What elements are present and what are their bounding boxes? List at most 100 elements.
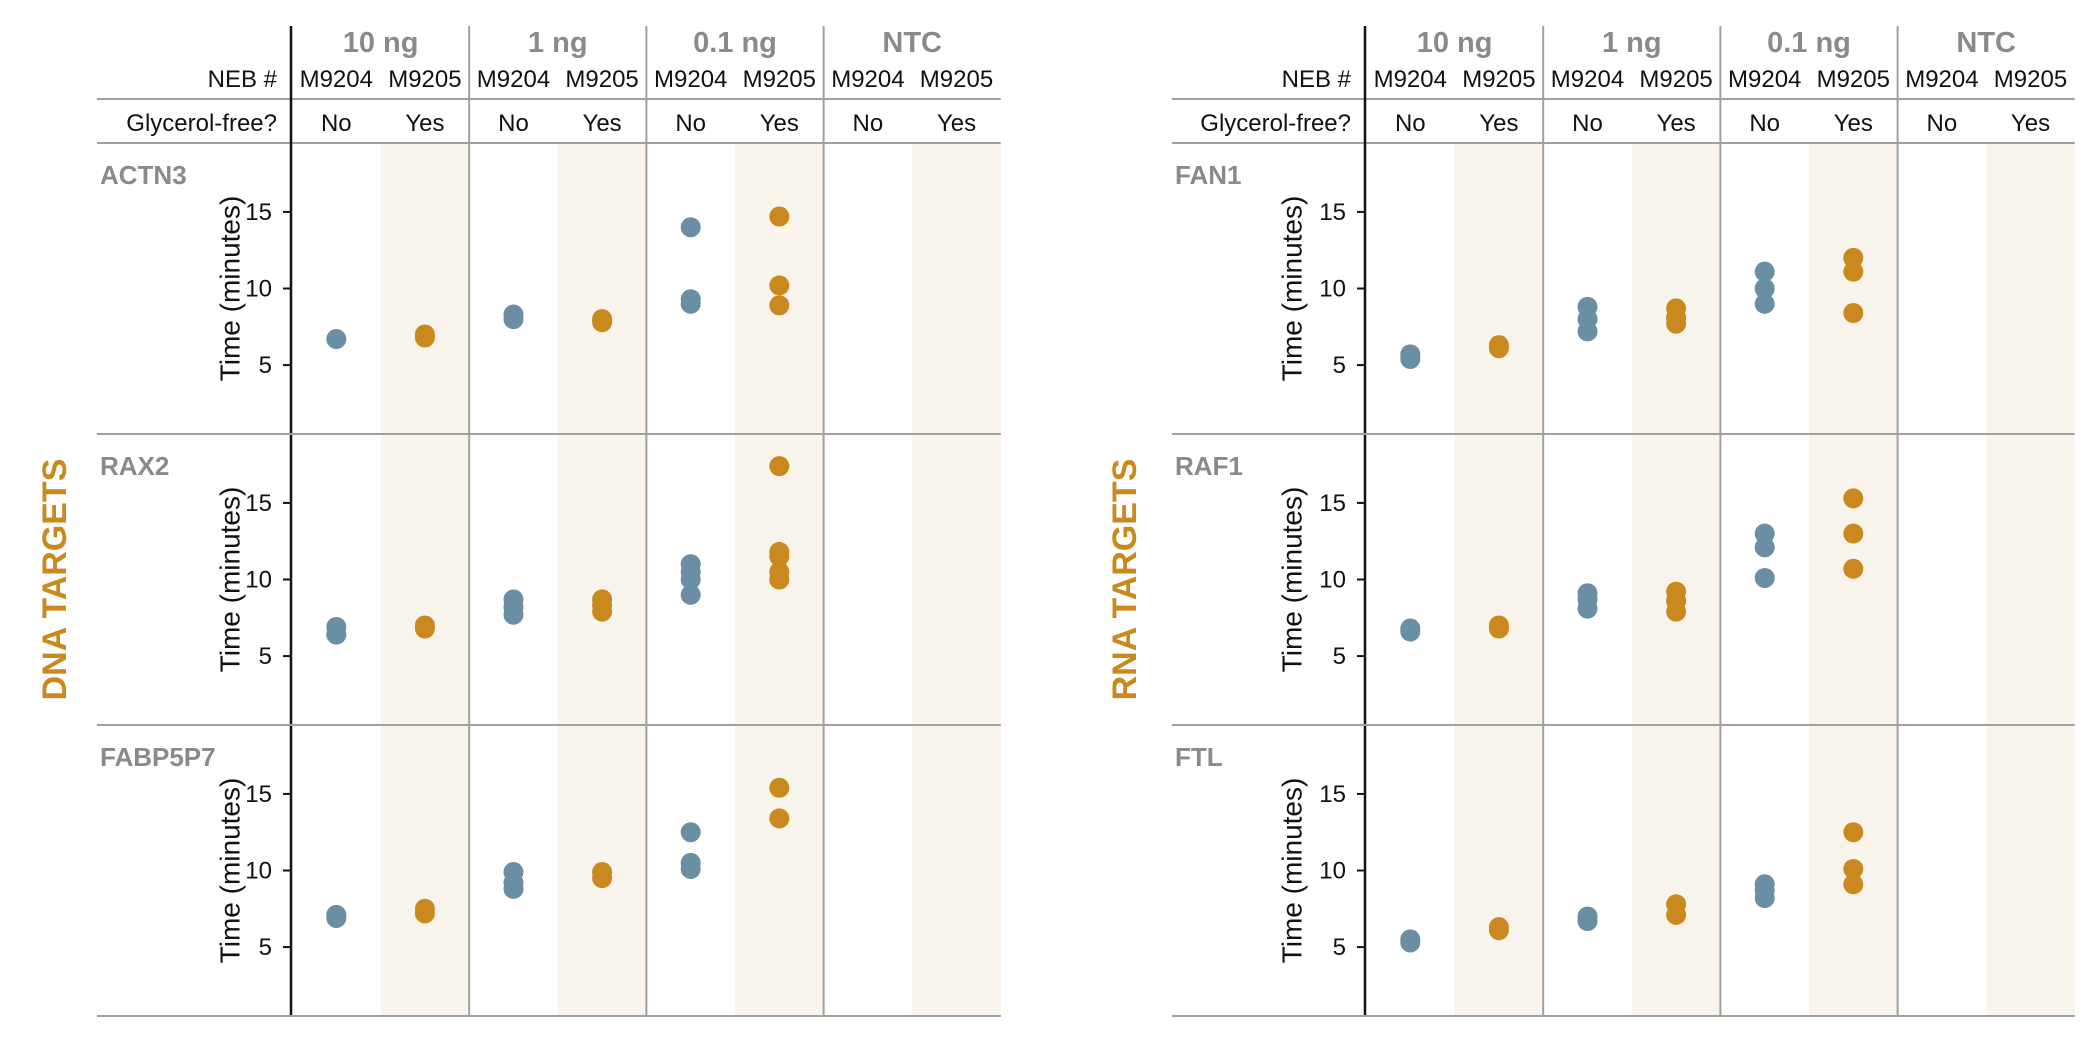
m9204-point — [503, 304, 524, 325]
shade-column-3 — [1631, 143, 1721, 1016]
y-tick-label: 5 — [1333, 643, 1346, 670]
y-tick-label: 5 — [259, 643, 272, 670]
m9205-point — [1666, 581, 1687, 602]
y-axis-label: Time (minutes) — [215, 778, 246, 964]
gene-label: FTL — [1175, 742, 1223, 772]
m9204-point — [1754, 278, 1775, 299]
concentration-label: 0.1 ng — [1767, 27, 1851, 59]
m9204-point — [1577, 906, 1598, 927]
y-tick-label: 5 — [1333, 352, 1346, 379]
m9204-point — [1400, 344, 1421, 365]
neb-number: M9204 — [831, 66, 904, 93]
y-tick-label: 10 — [1319, 276, 1346, 303]
m9205-point — [769, 808, 790, 829]
m9204-point — [503, 589, 524, 610]
y-tick-label: 10 — [245, 276, 272, 303]
gene-label: FABP5P7 — [100, 742, 216, 772]
m9204-point — [1400, 618, 1421, 639]
glycerol-value: No — [1927, 110, 1958, 137]
neb-number: M9204 — [1374, 66, 1447, 93]
glycerol-value: Yes — [1657, 110, 1696, 137]
y-tick-label: 15 — [245, 490, 272, 517]
y-axis-label: Time (minutes) — [1277, 487, 1308, 673]
m9204-point — [680, 289, 701, 310]
m9205-point — [1666, 894, 1687, 915]
concentration-label: 10 ng — [1417, 27, 1493, 59]
glycerol-value: No — [675, 110, 706, 137]
glycerol-value: No — [321, 110, 352, 137]
m9204-point — [1400, 929, 1421, 950]
m9204-point — [326, 904, 347, 925]
m9205-point — [592, 309, 613, 330]
y-tick-label: 15 — [1319, 781, 1346, 808]
m9204-point — [326, 329, 347, 350]
y-axis-label: Time (minutes) — [215, 196, 246, 382]
neb-number: M9205 — [1462, 66, 1535, 93]
gene-label: ACTN3 — [100, 160, 187, 190]
m9204-point — [1754, 293, 1775, 314]
m9204-point — [1754, 567, 1775, 588]
y-tick-label: 10 — [1319, 567, 1346, 594]
neb-number: M9204 — [300, 66, 373, 93]
m9204-point — [680, 852, 701, 873]
m9204-point — [680, 217, 701, 238]
glycerol-value: Yes — [760, 110, 799, 137]
neb-number: M9205 — [1994, 66, 2067, 93]
neb-number: M9205 — [1639, 66, 1712, 93]
glycerol-value: Yes — [937, 110, 976, 137]
gene-label: RAX2 — [100, 451, 169, 481]
neb-number: M9204 — [1551, 66, 1624, 93]
m9205-point — [1488, 917, 1509, 938]
m9205-point — [1843, 523, 1864, 544]
y-tick-label: 15 — [1319, 490, 1346, 517]
neb-number: M9205 — [388, 66, 461, 93]
m9205-point — [769, 206, 790, 227]
m9205-point — [1843, 247, 1864, 268]
neb-number: M9205 — [920, 66, 993, 93]
glycerol-value: Yes — [1834, 110, 1873, 137]
m9205-point — [592, 862, 613, 883]
m9205-point — [769, 295, 790, 316]
gene-label: RAF1 — [1175, 451, 1243, 481]
neb-row-label: NEB # — [208, 66, 278, 93]
gene-label: FAN1 — [1175, 160, 1241, 190]
m9204-point — [1577, 296, 1598, 317]
glycerol-value: No — [1395, 110, 1426, 137]
concentration-label: 10 ng — [343, 27, 419, 59]
neb-number: M9204 — [477, 66, 550, 93]
neb-number: M9205 — [743, 66, 816, 93]
glycerol-value: Yes — [1479, 110, 1518, 137]
glycerol-value: No — [1572, 110, 1603, 137]
m9205-point — [1843, 558, 1864, 579]
glycerol-row-label: Glycerol-free? — [1200, 110, 1351, 137]
shade-column-7 — [1986, 143, 2075, 1016]
m9204-point — [1754, 261, 1775, 282]
neb-row-label: NEB # — [1282, 66, 1352, 93]
concentration-label: NTC — [1956, 27, 2016, 59]
concentration-label: NTC — [882, 27, 942, 59]
glycerol-value: No — [853, 110, 884, 137]
side-label: DNA TARGETS — [36, 459, 74, 701]
m9204-point — [680, 822, 701, 843]
m9204-point — [1754, 874, 1775, 895]
m9205-point — [1843, 488, 1864, 509]
y-tick-label: 10 — [245, 858, 272, 885]
shade-column-1 — [1454, 143, 1544, 1016]
m9205-point — [414, 898, 435, 919]
concentration-label: 1 ng — [528, 27, 588, 59]
m9204-point — [680, 584, 701, 605]
y-tick-label: 10 — [1319, 858, 1346, 885]
y-tick-label: 10 — [245, 567, 272, 594]
m9205-point — [769, 541, 790, 562]
glycerol-row-label: Glycerol-free? — [126, 110, 277, 137]
m9205-point — [769, 561, 790, 582]
shade-column-7 — [912, 143, 1001, 1016]
